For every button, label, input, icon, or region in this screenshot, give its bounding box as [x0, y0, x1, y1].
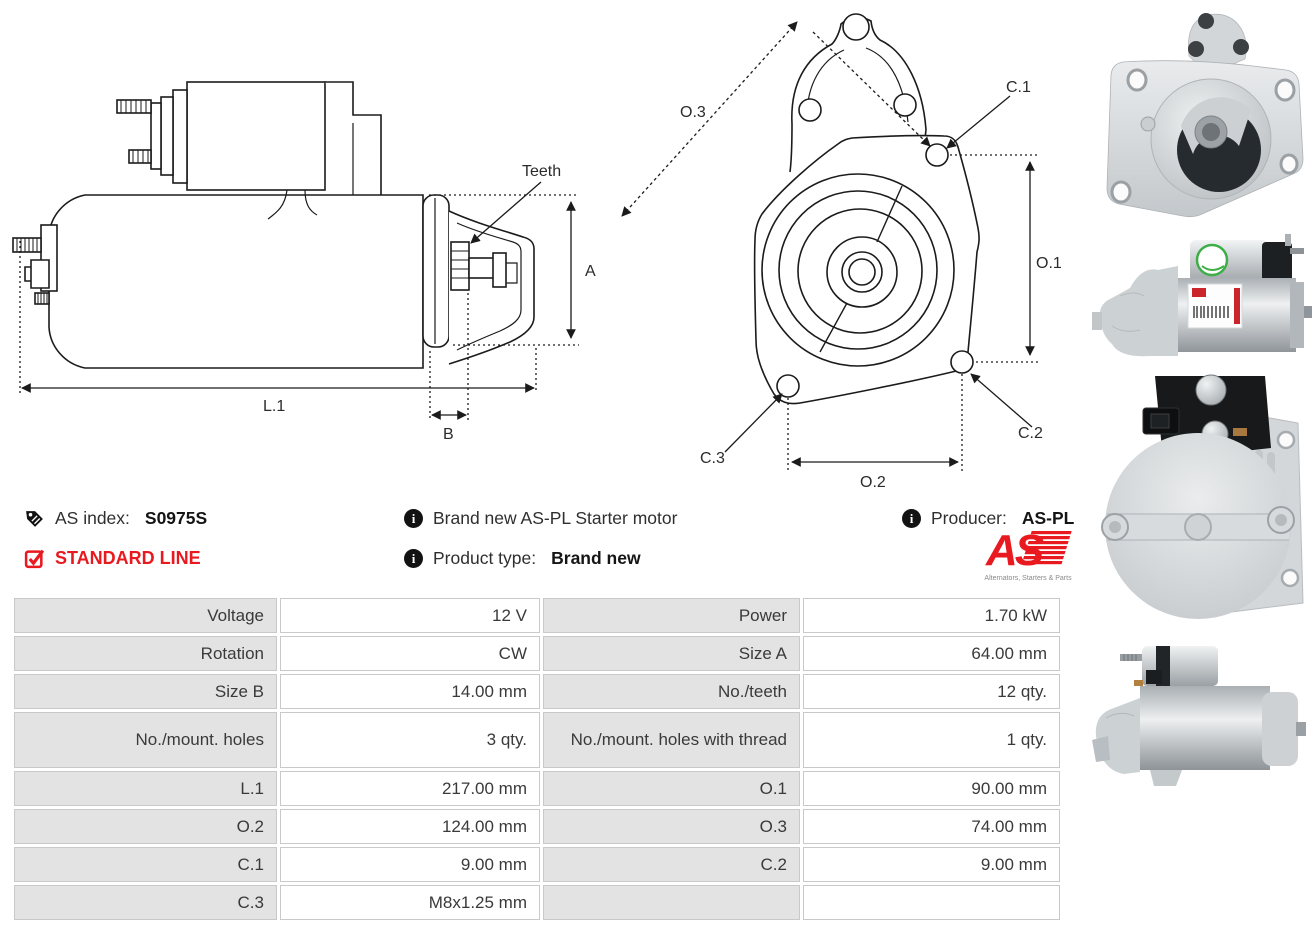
spec-value-cell: 14.00 mm — [280, 674, 540, 709]
spec-label-cell: No./teeth — [543, 674, 800, 709]
dim-label-teeth: Teeth — [522, 163, 561, 180]
logo-text: AS — [985, 526, 1044, 575]
spec-value-cell: 3 qty. — [280, 712, 540, 768]
spec-label-cell: L.1 — [14, 771, 277, 806]
spec-label-cell: Power — [543, 598, 800, 633]
product-type-row: Product type: Brand new — [404, 548, 641, 569]
spec-table: Voltage 12 V Power 1.70 kW Rotation CW S… — [14, 598, 1060, 923]
spec-value-cell: 9.00 mm — [280, 847, 540, 882]
producer-row: Producer: AS-PL — [902, 508, 1074, 529]
table-row: Voltage 12 V Power 1.70 kW — [14, 598, 1060, 633]
spec-label-cell: C.2 — [543, 847, 800, 882]
dim-label-b: B — [443, 426, 454, 443]
checkbox-checked-icon — [24, 549, 45, 569]
tag-icon — [26, 511, 43, 527]
as-index-label: AS index: — [55, 508, 130, 528]
dim-label-c2: C.2 — [1018, 425, 1043, 442]
spec-label-cell: No./mount. holes with thread — [543, 712, 800, 768]
spec-label-cell: No./mount. holes — [14, 712, 277, 768]
product-description: Brand new AS-PL Starter motor — [433, 508, 678, 528]
spec-value-cell: CW — [280, 636, 540, 671]
description-row: Brand new AS-PL Starter motor — [404, 508, 677, 529]
spec-value-cell: 74.00 mm — [803, 809, 1060, 844]
spec-label-cell: O.3 — [543, 809, 800, 844]
spec-value-cell: 64.00 mm — [803, 636, 1060, 671]
table-row: Rotation CW Size A 64.00 mm — [14, 636, 1060, 671]
dim-label-o1: O.1 — [1036, 255, 1062, 272]
spec-label-cell: O.1 — [543, 771, 800, 806]
dim-label-l1: L.1 — [263, 398, 285, 415]
info-icon — [902, 509, 921, 528]
spec-label-cell: Rotation — [14, 636, 277, 671]
logo-subtext: Alternators, Starters & Parts — [984, 575, 1072, 582]
spec-label-cell: Size A — [543, 636, 800, 671]
spec-value-cell: 217.00 mm — [280, 771, 540, 806]
dim-label-c1: C.1 — [1006, 79, 1031, 96]
spec-label-cell: C.3 — [14, 885, 277, 920]
spec-label-cell: Voltage — [14, 598, 277, 633]
as-index-row: AS index: S0975S — [24, 508, 207, 529]
table-row: Size B 14.00 mm No./teeth 12 qty. — [14, 674, 1060, 709]
product-photo-side-label[interactable] — [1090, 226, 1316, 366]
as-pl-logo: AS Alternators, Starters & Parts — [984, 526, 1072, 582]
dim-label-o3: O.3 — [680, 104, 706, 121]
spec-label-cell: Size B — [14, 674, 277, 709]
table-row: C.1 9.00 mm C.2 9.00 mm — [14, 847, 1060, 882]
spec-value-cell: 90.00 mm — [803, 771, 1060, 806]
as-index-value: S0975S — [144, 508, 208, 528]
info-icon — [404, 509, 423, 528]
front-view-diagram: O.3 C.1 O.1 C.3 C.2 O.2 — [621, 13, 1062, 491]
side-view-diagram: Teeth A L.1 B — [12, 81, 596, 443]
spec-value-cell — [803, 885, 1060, 920]
producer-label: Producer: — [931, 508, 1007, 528]
spec-label-cell — [543, 885, 800, 920]
info-icon — [404, 549, 423, 568]
product-type-label: Product type: — [433, 548, 537, 568]
spec-value-cell: M8x1.25 mm — [280, 885, 540, 920]
product-photo-rear[interactable] — [1093, 368, 1313, 636]
producer-value: AS-PL — [1021, 508, 1075, 528]
spec-value-cell: 1.70 kW — [803, 598, 1060, 633]
spec-value-cell: 124.00 mm — [280, 809, 540, 844]
table-row: C.3 M8x1.25 mm — [14, 885, 1060, 920]
table-row: O.2 124.00 mm O.3 74.00 mm — [14, 809, 1060, 844]
standard-line-badge: STANDARD LINE — [55, 548, 201, 568]
spec-value-cell: 12 V — [280, 598, 540, 633]
dim-label-c3: C.3 — [700, 450, 725, 467]
table-row: No./mount. holes 3 qty. No./mount. holes… — [14, 712, 1060, 768]
dim-label-a: A — [585, 263, 596, 280]
product-type-value: Brand new — [551, 548, 641, 568]
table-row: L.1 217.00 mm O.1 90.00 mm — [14, 771, 1060, 806]
spec-label-cell: C.1 — [14, 847, 277, 882]
standard-line-row: STANDARD LINE — [24, 548, 201, 569]
spec-value-cell: 9.00 mm — [803, 847, 1060, 882]
spec-value-cell: 12 qty. — [803, 674, 1060, 709]
product-photo-front-flange[interactable] — [1093, 4, 1313, 224]
dim-label-o2: O.2 — [860, 474, 886, 491]
spec-value-cell: 1 qty. — [803, 712, 1060, 768]
product-photo-side-profile[interactable] — [1090, 640, 1316, 792]
spec-label-cell: O.2 — [14, 809, 277, 844]
